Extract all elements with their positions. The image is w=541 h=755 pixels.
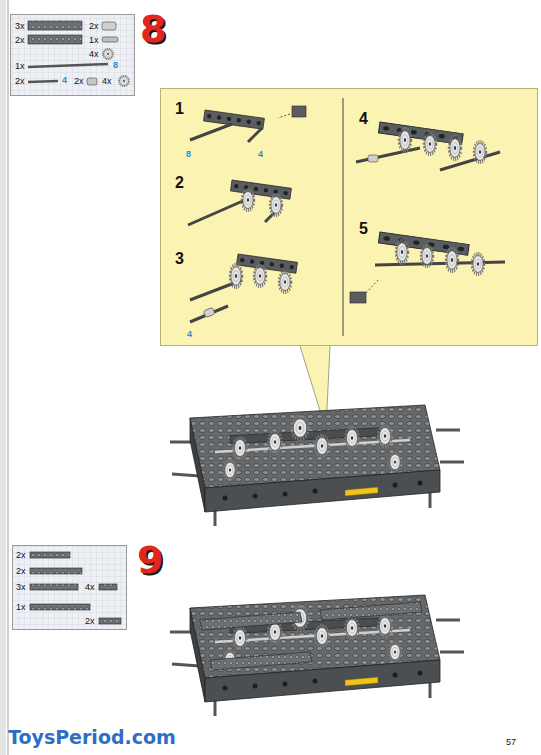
part-count: 2x <box>16 551 26 560</box>
part-count: 2x <box>74 77 84 86</box>
step-number: 8 <box>140 10 166 48</box>
part-count: 4x <box>85 583 95 592</box>
axle-length: 4 <box>258 150 263 159</box>
axle-length: 4 <box>187 330 192 339</box>
part-count: 2x <box>85 617 95 626</box>
part-count: 1x <box>89 36 99 45</box>
step-number: 9 <box>137 541 163 579</box>
part-count: 3x <box>15 22 25 31</box>
page-number: 57 <box>506 738 516 747</box>
axle-length: 4 <box>62 76 67 85</box>
axle-length: 8 <box>113 61 118 70</box>
substep-number: 3 <box>175 251 184 267</box>
part-count: 2x <box>16 567 26 576</box>
substep-number: 5 <box>359 221 368 237</box>
part-count: 3x <box>16 583 26 592</box>
substep-number: 1 <box>175 101 184 117</box>
watermark: ToysPeriod.com <box>8 728 176 747</box>
callout-box: 1 8 4 2 3 4 4 5 <box>160 88 538 346</box>
part-count: 2x <box>15 36 25 45</box>
part-count: 2x <box>15 77 25 86</box>
part-count: 4x <box>89 50 99 59</box>
substep-number: 2 <box>175 175 184 191</box>
parts-list: 2x 2x 3x 4x 1x 2x <box>12 545 127 630</box>
parts-list: 3x 2x 2x 1x 4x 1x 8 2x 4 2x 4x <box>10 14 135 96</box>
part-count: 1x <box>15 62 25 71</box>
axle-length: 8 <box>186 150 191 159</box>
part-count: 2x <box>89 22 99 31</box>
part-count: 1x <box>16 603 26 612</box>
substep-number: 4 <box>359 111 368 127</box>
part-count: 4x <box>102 77 112 86</box>
